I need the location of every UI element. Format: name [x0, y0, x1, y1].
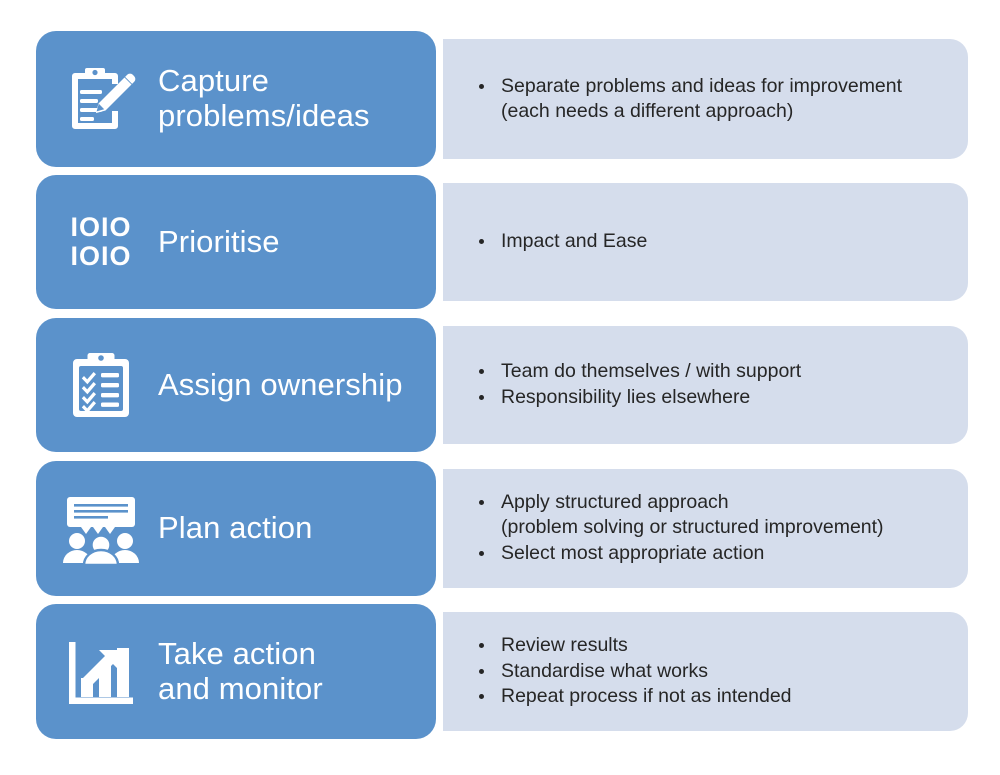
list-item: Team do themselves / with support [473, 359, 950, 384]
step-label: Assign ownership [158, 366, 403, 402]
process-step-row: Impact and Ease IOIO IOIO Prioritise [36, 175, 968, 309]
step-card-plan-action[interactable]: Plan action [36, 461, 436, 596]
step-card-prioritise[interactable]: IOIO IOIO Prioritise [36, 175, 436, 309]
process-step-row: Apply structured approach (problem solvi… [36, 461, 968, 596]
list-item: Apply structured approach (problem solvi… [473, 490, 950, 540]
step-details-list: Team do themselves / with support Respon… [473, 359, 950, 411]
step-card-assign-ownership[interactable]: Assign ownership [36, 318, 436, 452]
list-item: Review results [473, 633, 950, 658]
clipboard-checklist-icon [58, 342, 144, 428]
list-item: Responsibility lies elsewhere [473, 385, 950, 410]
step-label: Plan action [158, 510, 313, 546]
speech-bubble-people-icon [58, 486, 144, 572]
clipboard-pencil-icon [58, 56, 144, 142]
step-details-panel: Impact and Ease [443, 183, 968, 301]
step-label: Capture problems/ideas [158, 63, 370, 133]
list-item: Separate problems and ideas for improvem… [473, 74, 950, 124]
list-item: Repeat process if not as intended [473, 684, 950, 709]
step-details-panel: Apply structured approach (problem solvi… [443, 469, 968, 588]
process-step-row: Team do themselves / with support Respon… [36, 318, 968, 452]
bar-chart-arrow-icon [58, 629, 144, 715]
step-card-capture-problems-ideas[interactable]: Capture problems/ideas [36, 31, 436, 167]
step-details-list: Impact and Ease [473, 229, 950, 255]
step-details-panel: Team do themselves / with support Respon… [443, 326, 968, 444]
step-details-panel: Separate problems and ideas for improvem… [443, 39, 968, 159]
binary-digits-text: IOIO IOIO [70, 212, 132, 271]
step-details-panel: Review results Standardise what works Re… [443, 612, 968, 731]
list-item: Select most appropriate action [473, 541, 950, 566]
step-label: Take action and monitor [158, 635, 323, 706]
process-step-row: Separate problems and ideas for improvem… [36, 31, 968, 167]
step-label: Prioritise [158, 223, 280, 259]
list-item: Standardise what works [473, 659, 950, 684]
step-details-list: Apply structured approach (problem solvi… [473, 490, 950, 567]
process-step-row: Review results Standardise what works Re… [36, 604, 968, 739]
step-card-take-action-and-monitor[interactable]: Take action and monitor [36, 604, 436, 739]
step-details-list: Separate problems and ideas for improvem… [473, 74, 950, 125]
list-item: Impact and Ease [473, 229, 950, 254]
step-details-list: Review results Standardise what works Re… [473, 633, 950, 711]
binary-digits-icon: IOIO IOIO [58, 199, 144, 285]
